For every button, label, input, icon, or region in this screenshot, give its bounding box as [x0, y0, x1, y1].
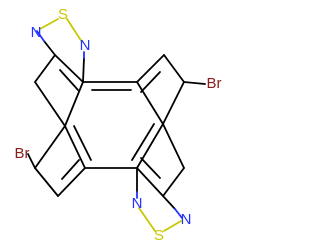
bond-c12-c5 — [162, 123, 185, 169]
double-bond-inner-6 — [140, 157, 161, 179]
bond-c4-c11 — [136, 167, 164, 197]
double-bond-inner-2 — [73, 125, 92, 161]
bond-c8-c5 — [162, 81, 185, 125]
bond-c10-c2 — [34, 81, 66, 127]
atom-s-bottom: S — [154, 227, 164, 244]
bond-c4-c5 — [136, 123, 164, 169]
atom-n-bottom-left: N — [132, 195, 143, 212]
double-bond-inner-4 — [140, 71, 161, 93]
atom-br-right: Br — [207, 75, 222, 92]
molecule-structure-canvas: S N N Br Br N N S — [14, 5, 222, 244]
bond-bottom-s-left — [138, 207, 156, 232]
bond-bottom-n-right — [162, 195, 176, 210]
bond-c3-c13 — [57, 167, 86, 197]
bond-br-left — [27, 153, 36, 169]
bond-c5-c6 — [136, 81, 164, 125]
atom-n-bottom-right: N — [181, 211, 192, 228]
bond-top-n-left-colored — [36, 30, 45, 42]
bond-bottom-s-right — [163, 220, 182, 232]
bond-top-s-right — [66, 18, 83, 43]
bond-c1-c9 — [54, 54, 84, 83]
bond-c7-c8 — [163, 54, 185, 83]
double-bond-inner-5 — [59, 69, 79, 91]
bond-top-n-right — [82, 57, 85, 83]
double-bond-inner-3 — [131, 123, 155, 161]
bond-c14-c2 — [34, 125, 66, 169]
bond-bottom-n-right-colored — [174, 208, 183, 219]
bond-c1-c2 — [64, 81, 84, 127]
atom-n-top-left: N — [31, 24, 42, 41]
bond-c13-c14 — [34, 167, 59, 197]
bond-c6-c7 — [136, 54, 165, 83]
bond-br-right — [183, 81, 206, 85]
atom-s-top: S — [58, 6, 68, 23]
atom-br-left: Br — [15, 145, 30, 162]
bond-top-n-left — [43, 40, 56, 56]
molecule-structure-diagram: S N N Br Br N N S — [15, 6, 222, 244]
bond-c9-c10 — [34, 54, 56, 83]
bond-top-s-left — [39, 18, 59, 30]
double-bond-inner-7 — [61, 159, 80, 180]
atom-n-top-right: N — [80, 37, 91, 54]
bond-c11-c12 — [162, 167, 185, 197]
bond-c2-c3 — [64, 125, 86, 169]
